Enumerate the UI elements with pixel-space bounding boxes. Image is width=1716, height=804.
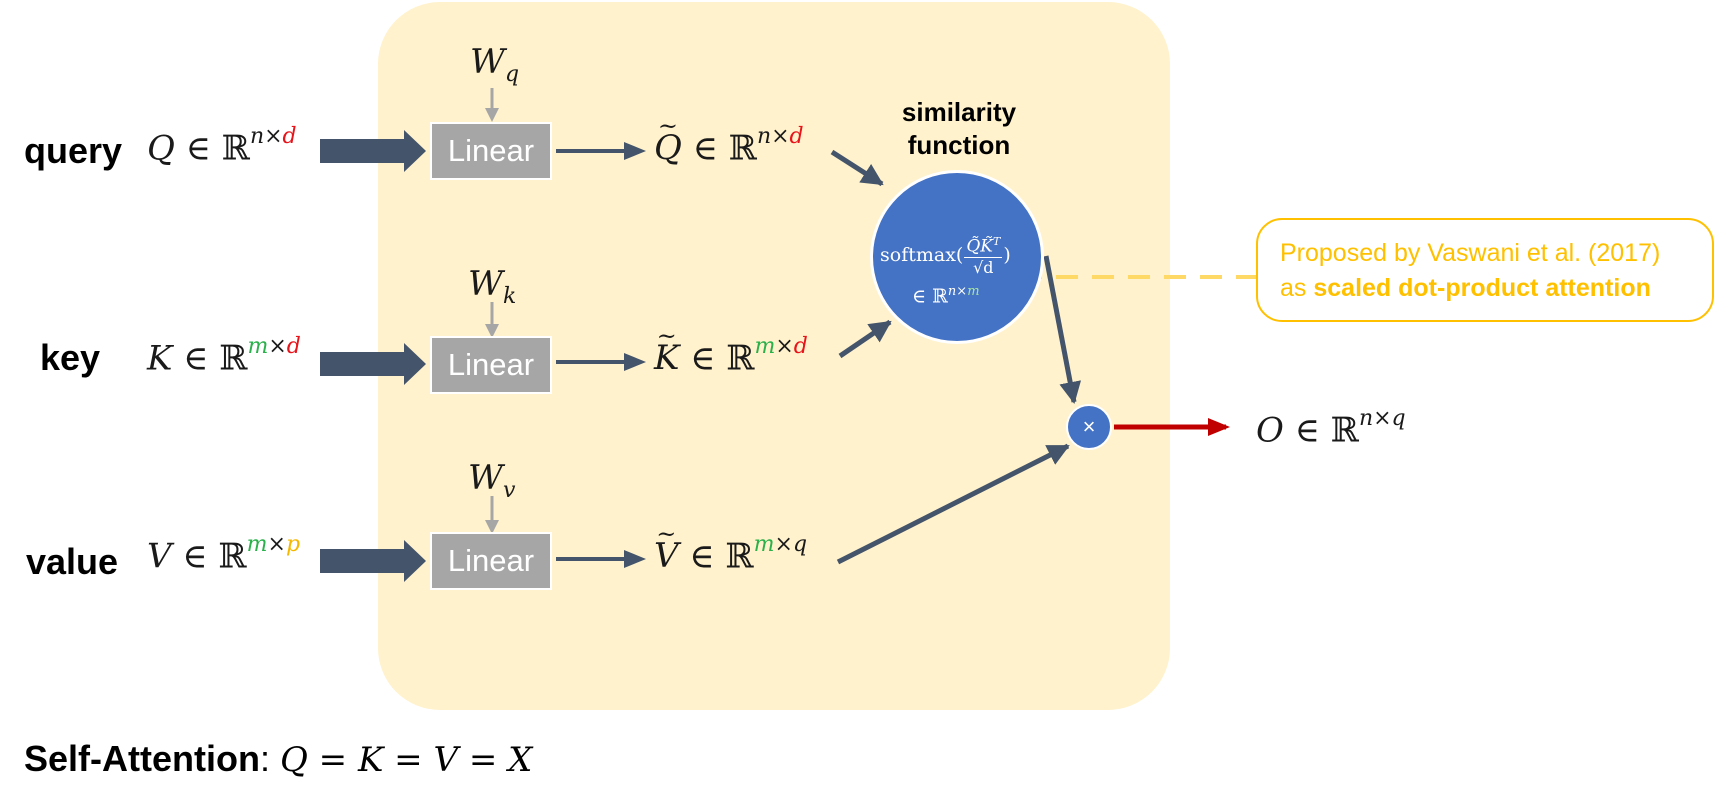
similarity-to-multiply-arrow <box>1043 255 1082 404</box>
q-to-similarity-arrow <box>830 149 884 187</box>
linear-box-key: Linear <box>430 336 552 394</box>
similarity-title-line2: function <box>907 130 1011 160</box>
key-input-formula: K ∈ ℝm×d <box>147 334 301 379</box>
output-formula: O ∈ ℝn×q <box>1256 406 1406 451</box>
linear-out-arrow-query <box>556 142 646 160</box>
input-arrow-value <box>320 540 426 582</box>
input-arrow-key <box>320 343 426 385</box>
weight-query: Wq <box>470 42 520 87</box>
row-label-value: value <box>26 541 119 582</box>
linear-out-arrow-value <box>556 550 646 568</box>
input-arrow-query <box>320 130 426 172</box>
linear-box-query: Linear <box>430 122 552 180</box>
weight-key: Wk <box>468 264 517 309</box>
softmax-formula: softmax( Q̃K̃T √d ) <box>880 232 1011 278</box>
note-line2: as scaled dot-product attention <box>1280 274 1651 302</box>
note-line1: Proposed by Vaswani et al. (2017) <box>1280 239 1661 267</box>
vaswani-note-box: Proposed by Vaswani et al. (2017) as sca… <box>1256 218 1714 322</box>
similarity-title-line1: similarity <box>901 97 1017 127</box>
similarity-circle <box>870 170 1044 344</box>
query-input-formula: Q ∈ ℝn×d <box>147 124 297 169</box>
v-to-multiply-arrow <box>836 443 1070 565</box>
weight-value: Wv <box>468 458 516 503</box>
key-projected-formula: K ∈ ℝm×d <box>654 334 808 378</box>
value-input-formula: V ∈ ℝm×p <box>147 532 301 577</box>
k-to-similarity-arrow <box>838 319 892 359</box>
value-projected-formula: V ∈ ℝm×q <box>654 532 807 576</box>
linear-box-value: Linear <box>430 532 552 590</box>
similarity-title: similarity function <box>884 96 1034 162</box>
self-attention-caption: Self-Attention: Q = K = V = X <box>24 738 533 780</box>
row-label-query: query <box>24 130 123 171</box>
row-label-key: key <box>40 337 101 378</box>
linear-out-arrow-key <box>556 353 646 371</box>
multiply-node: × <box>1066 404 1112 450</box>
query-projected-formula: Q ∈ ℝn×d <box>654 124 804 168</box>
similarity-range: ∈ ℝn×m <box>912 284 980 308</box>
